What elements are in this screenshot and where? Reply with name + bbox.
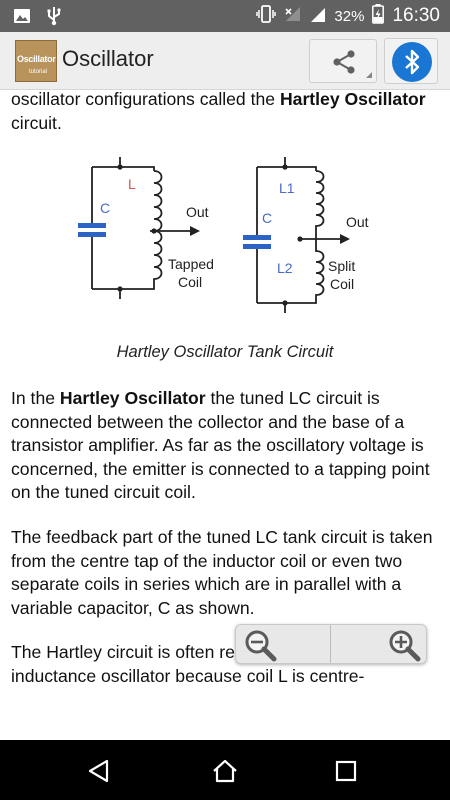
app-bar: Oscillator tutorial Oscillator — [0, 32, 450, 90]
zoom-in-icon — [389, 630, 421, 662]
back-icon — [88, 759, 109, 783]
label-tapped-coil: Coil — [178, 274, 202, 290]
usb-icon — [46, 6, 62, 31]
app-logo-subtext: tutorial — [29, 69, 48, 75]
no-signal-icon — [284, 5, 302, 28]
app-logo-text: Oscillator — [17, 54, 56, 64]
label-L2: L2 — [277, 260, 293, 276]
back-button[interactable] — [86, 758, 112, 784]
label-L: L — [128, 176, 136, 192]
label-split-coil: Coil — [330, 276, 354, 292]
zoom-in-button[interactable] — [331, 625, 426, 663]
text-run: the tuned LC circuit is connected betwee… — [11, 388, 430, 502]
text-run: circuit. — [11, 112, 62, 133]
signal-icon — [310, 5, 326, 28]
article-content[interactable]: oscillator configurations called the Har… — [0, 91, 450, 740]
paragraph-hartley: In the Hartley Oscillator the tuned LC c… — [11, 387, 439, 505]
label-out-left: Out — [186, 204, 209, 220]
app-title: Oscillator — [62, 46, 154, 71]
zoom-out-icon — [245, 630, 277, 662]
text-run: oscillator configurations called the — [11, 91, 280, 109]
text-run: In the — [11, 388, 60, 408]
vibrate-icon — [256, 4, 277, 28]
recents-icon — [335, 760, 357, 782]
recents-button[interactable] — [333, 758, 359, 784]
label-out-right: Out — [346, 214, 369, 230]
battery-charging-icon — [372, 3, 385, 29]
overflow-indicator — [366, 72, 372, 78]
bold-term: Hartley Oscillator — [279, 91, 426, 109]
home-icon — [213, 759, 237, 783]
image-icon — [12, 6, 32, 31]
label-L1: L1 — [279, 180, 295, 196]
battery-percent: 32% — [334, 7, 365, 25]
figure-caption: Hartley Oscillator Tank Circuit — [116, 343, 334, 361]
bluetooth-icon — [405, 49, 420, 75]
share-icon — [333, 50, 355, 74]
zoom-controls — [235, 624, 427, 664]
bluetooth-button[interactable] — [384, 38, 438, 84]
navigation-bar — [0, 740, 450, 800]
status-bar: 32% 16:30 — [0, 0, 450, 32]
label-split: Split — [328, 258, 355, 274]
bold-term: Hartley Oscillator — [59, 388, 206, 408]
clock-time: 16:30 — [392, 5, 440, 26]
share-button[interactable] — [309, 39, 377, 83]
label-C-right: C — [262, 210, 272, 226]
hartley-tank-circuit-diagram: L C Out Tapped Coil L1 C Out L2 Split Co… — [78, 157, 369, 313]
home-button[interactable] — [211, 758, 237, 784]
app-logo[interactable]: Oscillator tutorial — [15, 40, 57, 82]
label-tapped: Tapped — [168, 256, 214, 272]
zoom-out-button[interactable] — [236, 625, 331, 663]
paragraph-intro: oscillator configurations called the Har… — [11, 91, 439, 135]
label-C-left: C — [100, 200, 110, 216]
paragraph-feedback: The feedback part of the tuned LC tank c… — [11, 527, 433, 618]
